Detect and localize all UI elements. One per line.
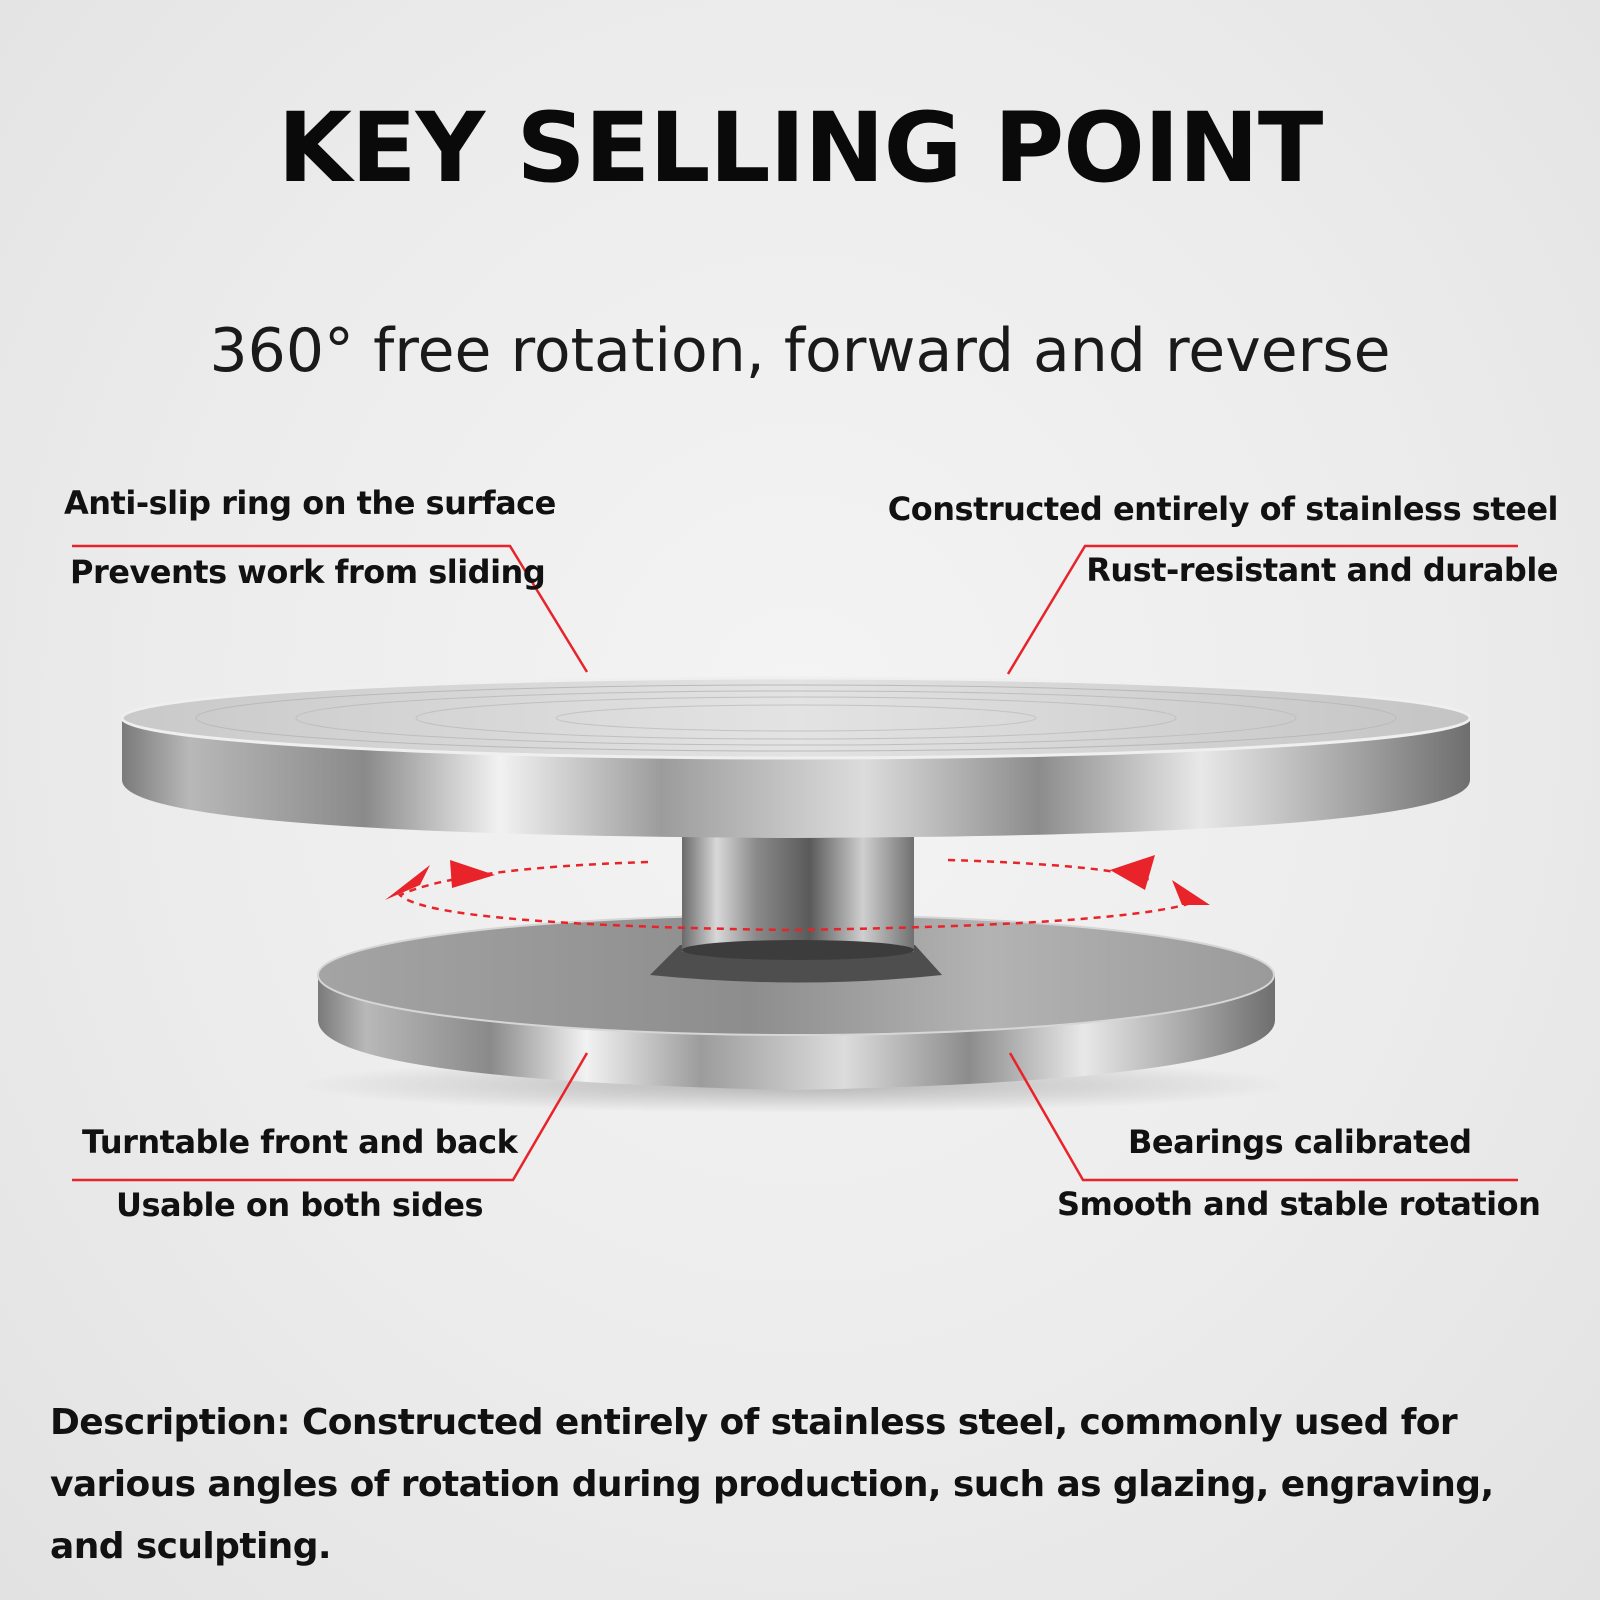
callout-bottom-right-line1: Bearings calibrated [1128, 1123, 1472, 1161]
page-subtitle: 360° free rotation, forward and reverse [209, 316, 1391, 386]
callout-top-right-line2: Rust-resistant and durable [1086, 551, 1558, 589]
callout-bottom-left-line1: Turntable front and back [82, 1123, 518, 1161]
description-text: Description: Constructed entirely of sta… [50, 1402, 1494, 1567]
callout-bottom-right-line2: Smooth and stable rotation [1057, 1185, 1541, 1223]
rotation-arrow-icon [385, 855, 1210, 932]
center-shaft [650, 820, 942, 983]
callout-top-right-line1: Constructed entirely of stainless steel [887, 490, 1559, 528]
leader-lines [72, 544, 1518, 1182]
callout-bottom-left-line2: Usable on both sides [116, 1186, 484, 1224]
callout-top-left-line1: Anti-slip ring on the surface [64, 484, 556, 522]
top-disc [120, 676, 1472, 838]
callout-top-left-line2: Prevents work from sliding [70, 553, 546, 591]
page-title: KEY SELLING POINT [277, 92, 1324, 204]
